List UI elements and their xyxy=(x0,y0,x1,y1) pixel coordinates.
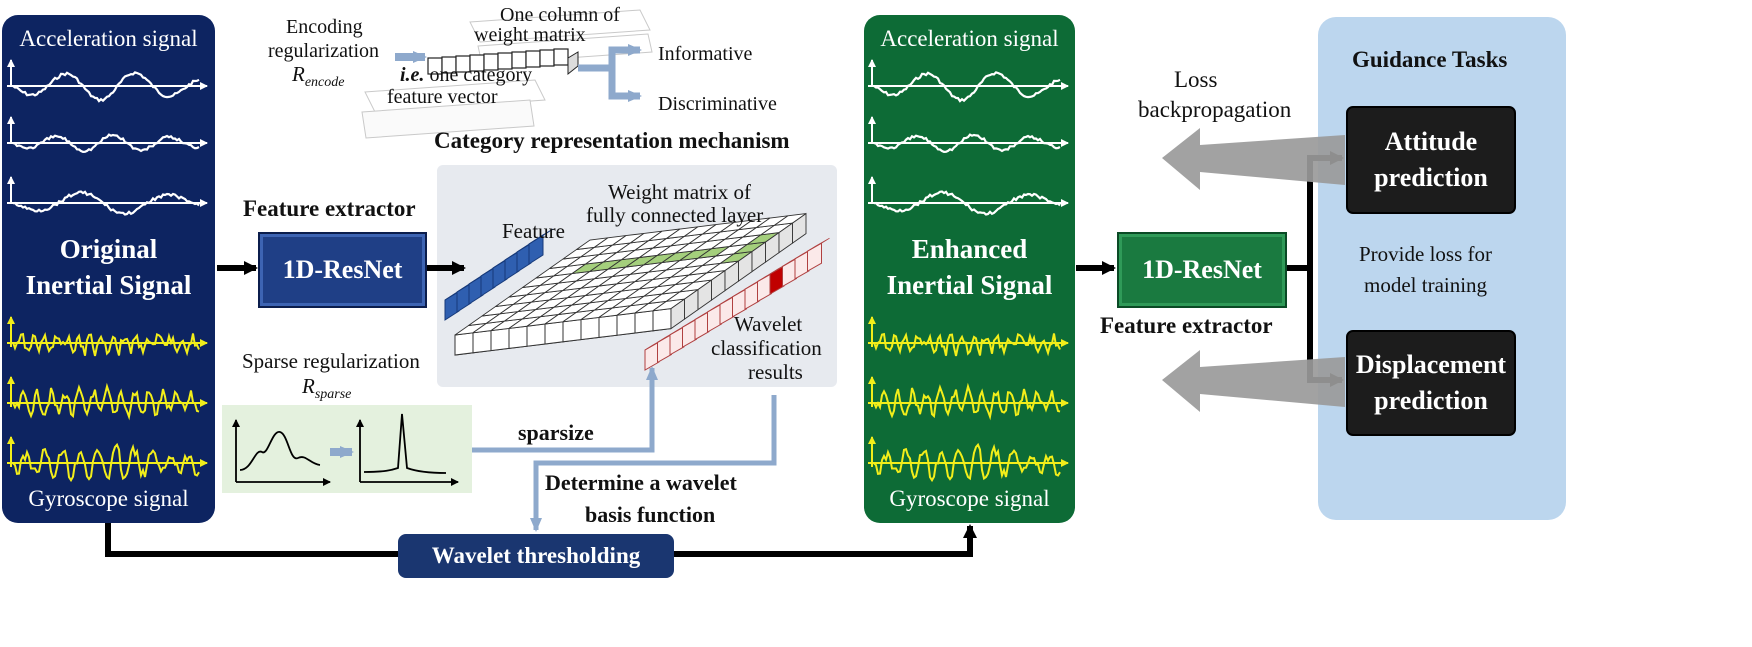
displacement-line2: prediction xyxy=(1374,386,1488,415)
guidance-middle-line1: Provide loss for xyxy=(1359,242,1492,266)
right-accel-wave xyxy=(873,71,1061,103)
weight-matrix-front-cell xyxy=(544,321,564,345)
left-gyro-wave xyxy=(12,442,200,483)
column-label-line2: weight matrix xyxy=(474,24,586,46)
weight-matrix-grid xyxy=(454,212,807,356)
determine-wavelet-line2: basis function xyxy=(585,502,716,527)
discriminative-label: Discriminative xyxy=(658,93,777,115)
encoding-symbol: Rencode xyxy=(292,62,345,91)
right-resnet-box: 1D-ResNet xyxy=(1117,232,1287,308)
column-label-line1: One column of xyxy=(500,4,620,26)
sparse-plot-after xyxy=(356,413,459,486)
sparse-plot-before xyxy=(232,419,331,486)
left-accel-wave xyxy=(12,71,200,103)
left-panel-title-line2: Inertial Signal xyxy=(25,270,192,300)
right-resnet-label: 1D-ResNet xyxy=(1142,255,1262,284)
attitude-line2: prediction xyxy=(1374,163,1488,192)
right-extractor-caption: Feature extractor xyxy=(1100,313,1273,338)
right-acceleration-label: Acceleration signal xyxy=(880,26,1059,51)
encoding-column-cell xyxy=(539,49,555,67)
left-gyro-wave xyxy=(12,331,200,357)
right-signal-waveforms xyxy=(868,59,1069,483)
loss-backprop-arrows xyxy=(1162,128,1345,412)
wavelet-result-top xyxy=(807,237,830,252)
weight-matrix-front-cell xyxy=(508,325,528,349)
left-extractor-caption: Feature extractor xyxy=(243,196,416,221)
sparsize-connector xyxy=(472,366,658,453)
thresholding-flow-arrow xyxy=(105,523,970,557)
extractor-to-tasks-branch xyxy=(1285,155,1342,380)
sparse-symbol: Rsparse xyxy=(302,374,352,403)
right-gyro-wave xyxy=(873,442,1061,483)
loss-label-line2: backpropagation xyxy=(1138,97,1292,122)
sparsize-label: sparsize xyxy=(518,420,594,445)
attitude-prediction-box: Attitude prediction xyxy=(1346,106,1516,214)
encoding-label-line1: Encoding xyxy=(286,16,363,38)
weight-matrix-front-cell xyxy=(490,327,510,352)
category-label-line2: feature vector xyxy=(387,86,498,108)
encoding-column-vector xyxy=(427,48,579,76)
wavelet-thresholding-box: Wavelet thresholding xyxy=(398,534,674,578)
loss-label-line1: Loss xyxy=(1174,67,1218,92)
left-resnet-label: 1D-ResNet xyxy=(282,255,403,284)
left-accel-wave xyxy=(12,190,200,216)
attitude-line1: Attitude xyxy=(1384,127,1478,156)
weight-matrix-front-cell xyxy=(598,314,618,338)
right-panel-title-line1: Enhanced xyxy=(911,234,1028,264)
right-panel-title-line2: Inertial Signal xyxy=(886,270,1053,300)
encoding-label-line2: regularization xyxy=(268,40,380,62)
guidance-middle-line2: model training xyxy=(1364,273,1488,297)
encoding-column-cell xyxy=(553,48,569,66)
guidance-tasks-panel xyxy=(1318,17,1566,520)
determine-wavelet-line1: Determine a wavelet xyxy=(545,470,737,495)
weight-matrix-front-cell xyxy=(526,323,546,347)
discriminative-arrow xyxy=(608,68,642,102)
enhanced-signal-panel xyxy=(864,15,1075,523)
left-gyroscope-label: Gyroscope signal xyxy=(28,486,189,511)
informative-arrow xyxy=(578,44,642,72)
right-gyro-wave xyxy=(873,382,1061,421)
wavelet-thresholding-label: Wavelet thresholding xyxy=(431,543,641,568)
weight-matrix-front-cell xyxy=(472,330,492,354)
determine-wavelet-connector xyxy=(530,395,777,532)
right-gyro-wave xyxy=(873,331,1061,357)
right-accel-wave xyxy=(873,133,1061,154)
original-signal-panel xyxy=(2,15,215,523)
wavelet-results-line3: results xyxy=(748,360,803,384)
weight-matrix-label-line2: fully connected layer xyxy=(586,203,764,227)
left-panel-title-line1: Original xyxy=(59,234,158,264)
right-gyroscope-label: Gyroscope signal xyxy=(889,486,1050,511)
weight-matrix-side-cell xyxy=(792,212,807,244)
mechanism-title: Category representation mechanism xyxy=(434,128,790,153)
guidance-title: Guidance Tasks xyxy=(1352,47,1508,72)
sparse-label: Sparse regularization xyxy=(242,349,420,373)
wavelet-results-line1: Wavelet xyxy=(734,312,803,336)
weight-matrix-front-cell xyxy=(562,319,582,343)
feature-vector-top xyxy=(528,228,554,245)
weight-matrix-front-cell xyxy=(616,312,636,336)
left-signal-waveforms xyxy=(7,59,208,483)
category-label-line1: i.e. one category xyxy=(400,64,533,86)
informative-label: Informative xyxy=(658,43,753,65)
displacement-prediction-box: Displacement prediction xyxy=(1346,330,1516,436)
weight-matrix-front-cell xyxy=(652,308,672,332)
weight-matrix-label-line1: Weight matrix of xyxy=(608,180,751,204)
feature-vector-bar xyxy=(444,228,554,321)
left-gyro-wave xyxy=(12,382,200,421)
weight-matrix-front-cell xyxy=(580,316,600,341)
displacement-line1: Displacement xyxy=(1355,350,1507,379)
weight-matrix-front-cell xyxy=(634,310,654,334)
feature-label: Feature xyxy=(502,219,565,243)
weight-matrix-front-cell xyxy=(454,332,474,356)
wavelet-result-bar xyxy=(644,237,830,371)
left-accel-wave xyxy=(12,133,200,154)
left-resnet-box: 1D-ResNet xyxy=(258,232,427,308)
wavelet-results-line2: classification xyxy=(711,336,822,360)
left-acceleration-label: Acceleration signal xyxy=(19,26,198,51)
right-accel-wave xyxy=(873,190,1061,216)
